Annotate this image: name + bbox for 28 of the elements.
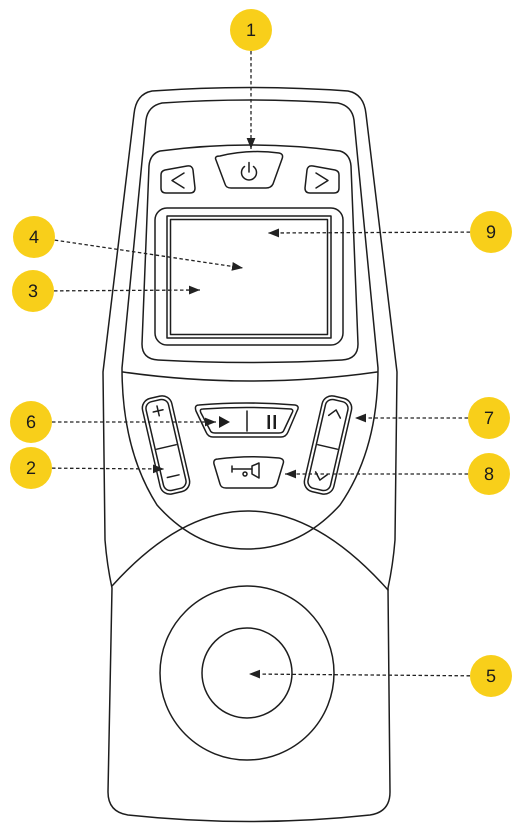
leader-line: [285, 470, 468, 478]
up-down-button: [301, 393, 355, 497]
callout-number: 6: [10, 401, 52, 443]
callout-number: 4: [13, 216, 55, 258]
callout-number: 5: [470, 655, 512, 697]
leader-line: [268, 228, 470, 238]
leader-line: [52, 418, 216, 426]
leader-line: [249, 670, 470, 678]
leader-line: [52, 464, 164, 474]
display-screen: [154, 207, 344, 346]
right-arrow-button: [304, 164, 340, 194]
dial-ring: [159, 585, 335, 761]
leader-line: [54, 286, 200, 294]
leader-line: [246, 51, 256, 149]
center-button: [201, 627, 293, 719]
callout-number: 9: [470, 211, 512, 253]
leader-line: [355, 414, 468, 422]
callout-number: 2: [10, 447, 52, 489]
leader-line: [54, 239, 244, 271]
play-pause-button: [194, 400, 300, 439]
callout-number: 8: [468, 453, 510, 495]
callout-number: 3: [12, 270, 54, 312]
plus-minus-button: [139, 393, 193, 497]
callout-number: 7: [468, 397, 510, 439]
power-button: [213, 149, 285, 190]
horn-button: [212, 456, 285, 490]
callout-number: 1: [230, 9, 272, 51]
left-arrow-button: [160, 164, 196, 194]
